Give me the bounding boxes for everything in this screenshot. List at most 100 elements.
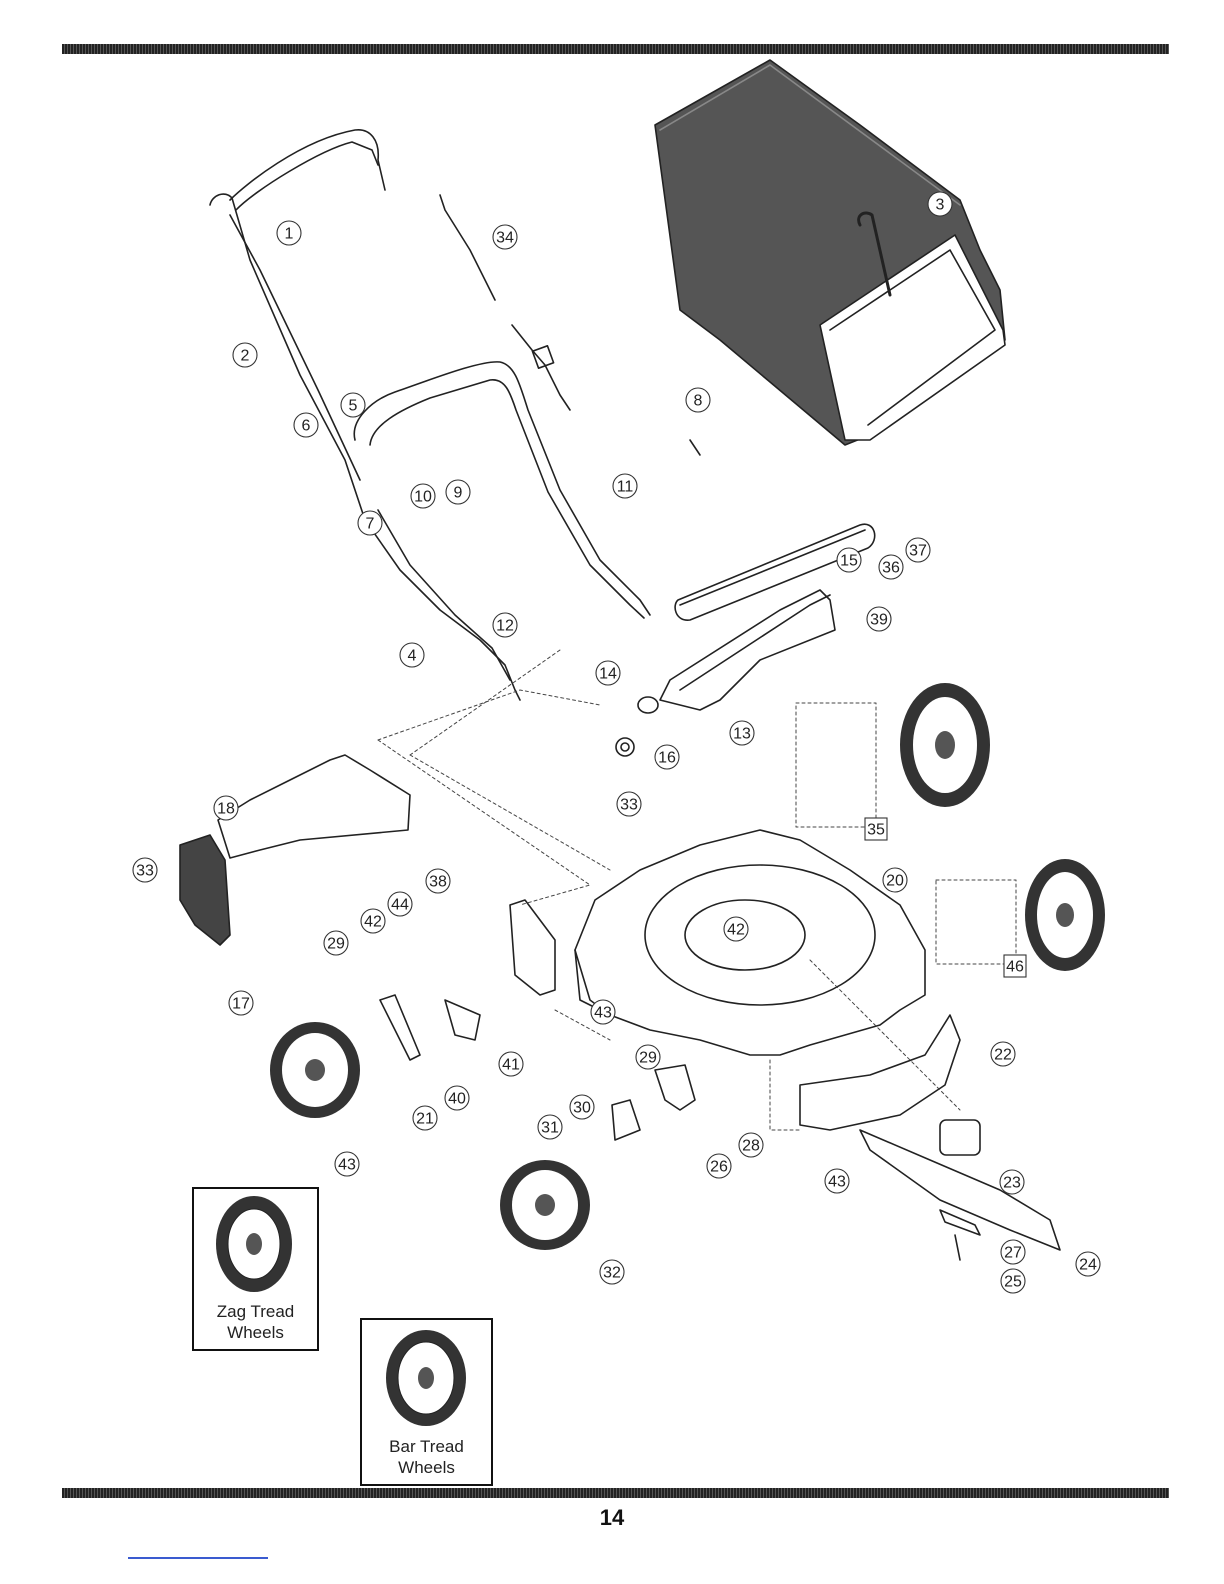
callout-29: 29	[636, 1045, 660, 1069]
callout-37: 37	[906, 538, 930, 562]
callout-6: 6	[294, 413, 318, 437]
callout-22: 22	[991, 1042, 1015, 1066]
callout-number: 40	[448, 1091, 466, 1108]
rear-wheel-top	[900, 683, 990, 807]
callout-number: 22	[994, 1047, 1012, 1064]
upper-handle	[230, 130, 385, 200]
callout-26: 26	[707, 1154, 731, 1178]
callout-9: 9	[446, 480, 470, 504]
callout-7: 7	[358, 511, 382, 535]
zag-tread-wheel-icon	[194, 1189, 317, 1299]
callout-number: 14	[599, 666, 617, 683]
callout-number: 33	[136, 863, 154, 880]
callout-number: 21	[416, 1111, 434, 1128]
callout-35: 35	[865, 818, 887, 840]
front-wheel-left	[270, 1022, 360, 1118]
callout-number: 3	[936, 197, 945, 214]
callout-2: 2	[233, 343, 257, 367]
callout-number: 25	[1004, 1274, 1022, 1291]
callout-40: 40	[445, 1086, 469, 1110]
rear-discharge	[660, 590, 835, 710]
callout-33: 33	[617, 792, 641, 816]
deck-baffle	[800, 1015, 960, 1130]
callout-number: 31	[541, 1120, 559, 1137]
callout-14: 14	[596, 661, 620, 685]
mower-blade	[860, 1130, 1060, 1250]
callout-number: 29	[639, 1050, 657, 1067]
callout-number: 20	[886, 873, 904, 890]
callout-number: 38	[429, 874, 447, 891]
callout-number: 16	[658, 750, 676, 767]
callout-number: 2	[241, 348, 250, 365]
callout-23: 23	[1000, 1170, 1024, 1194]
callout-18: 18	[214, 796, 238, 820]
callout-41: 41	[499, 1052, 523, 1076]
callout-number: 39	[870, 612, 888, 629]
callout-39: 39	[867, 607, 891, 631]
callout-number: 42	[727, 922, 745, 939]
callout-number: 43	[594, 1005, 612, 1022]
side-discharge-deflector	[218, 755, 410, 858]
callout-32: 32	[600, 1260, 624, 1284]
inset-label-line1: Bar Tread	[362, 1436, 491, 1457]
callout-21: 21	[413, 1106, 437, 1130]
callout-30: 30	[570, 1095, 594, 1119]
callout-number: 29	[327, 936, 345, 953]
callout-43: 43	[825, 1169, 849, 1193]
mower-deck	[575, 830, 925, 1055]
callout-5: 5	[341, 393, 365, 417]
inset-label-line2: Wheels	[194, 1322, 317, 1343]
callout-27: 27	[1001, 1240, 1025, 1264]
callout-number: 8	[694, 393, 703, 410]
bar-tread-wheel-icon	[362, 1320, 491, 1432]
footer-link[interactable]	[128, 1557, 268, 1559]
callout-number: 11	[617, 479, 634, 496]
callout-number: 9	[454, 485, 463, 502]
callout-number: 36	[882, 560, 900, 577]
wheels	[270, 683, 1105, 1250]
callout-number: 42	[364, 914, 382, 931]
callout-17: 17	[229, 991, 253, 1015]
callout-number: 4	[408, 648, 417, 665]
callout-number: 30	[573, 1100, 591, 1117]
callout-16: 16	[655, 745, 679, 769]
callout-36: 36	[879, 555, 903, 579]
callout-number: 12	[496, 618, 514, 635]
callout-44: 44	[388, 892, 412, 916]
bar-tread-wheels-inset: Bar Tread Wheels	[360, 1318, 493, 1486]
callout-15: 15	[837, 548, 861, 572]
callout-29: 29	[324, 931, 348, 955]
callout-46: 46	[1004, 955, 1026, 977]
callout-number: 23	[1003, 1175, 1021, 1192]
callout-43: 43	[591, 1000, 615, 1024]
callout-number: 26	[710, 1159, 728, 1176]
callout-number: 35	[867, 822, 885, 839]
callout-number: 37	[909, 543, 927, 560]
callout-number: 46	[1006, 959, 1024, 976]
callout-34: 34	[493, 225, 517, 249]
callout-25: 25	[1001, 1269, 1025, 1293]
callout-number: 34	[496, 230, 514, 247]
callout-number: 28	[742, 1138, 760, 1155]
callout-number: 1	[285, 226, 294, 243]
callout-number: 5	[349, 398, 358, 415]
callout-20: 20	[883, 868, 907, 892]
callout-4: 4	[400, 643, 424, 667]
callout-31: 31	[538, 1115, 562, 1139]
page-number: 14	[0, 1505, 1224, 1531]
rear-wheel-right	[1025, 859, 1105, 971]
callout-number: 6	[302, 418, 311, 435]
callout-42: 42	[361, 909, 385, 933]
callout-number: 43	[828, 1174, 846, 1191]
callout-3: 3	[928, 192, 952, 216]
callout-number: 32	[603, 1265, 621, 1282]
callout-number: 44	[391, 897, 409, 914]
callout-number: 43	[338, 1157, 356, 1174]
callout-11: 11	[613, 474, 637, 498]
callout-38: 38	[426, 869, 450, 893]
callout-24: 24	[1076, 1252, 1100, 1276]
front-wheel-bottom	[500, 1160, 590, 1250]
callout-number: 13	[733, 726, 751, 743]
control-cable	[440, 195, 495, 300]
